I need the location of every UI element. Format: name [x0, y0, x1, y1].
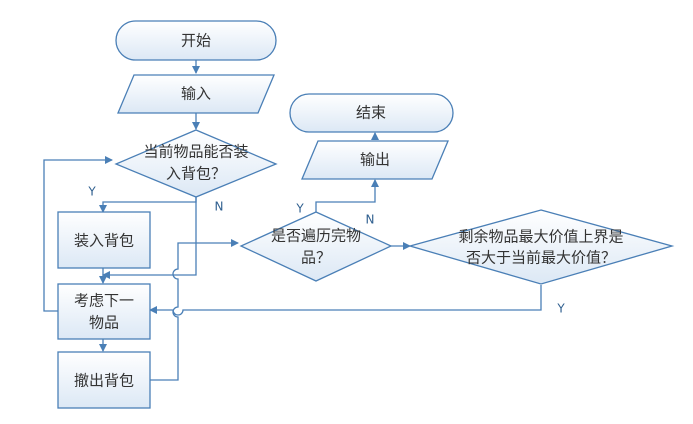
label-bound-yes: Y — [556, 302, 565, 316]
node-end-label: 结束 — [356, 104, 386, 122]
node-consider-next: 考虑下一 物品 — [57, 283, 151, 340]
node-bound-check: 剩余物品最大价值上界是 否大于当前最大价值？ — [407, 209, 675, 285]
node-output-label: 输出 — [360, 151, 390, 169]
node-take-out-label: 撤出背包 — [74, 372, 134, 390]
node-all-traversed-line2: 品？ — [301, 249, 331, 267]
node-output: 输出 — [301, 140, 449, 180]
edge-consider-loop — [43, 156, 113, 312]
label-traversed-yes: Y — [295, 202, 304, 216]
node-consider-next-line1: 考虑下一 — [74, 292, 134, 310]
node-input-label: 输入 — [181, 85, 211, 103]
node-consider-next-line2: 物品 — [89, 314, 119, 332]
node-can-fit-line2: 入背包？ — [166, 165, 226, 183]
label-traversed-no: N — [366, 213, 375, 227]
node-can-fit-line1: 当前物品能否装 — [143, 143, 248, 161]
node-end: 结束 — [289, 93, 454, 133]
label-can-fit-no: N — [215, 200, 224, 214]
node-input: 输入 — [117, 74, 275, 114]
edge-canfit-no — [102, 197, 197, 279]
edge-traverse-yes-output — [315, 179, 379, 212]
node-can-fit: 当前物品能否装 入背包？ — [114, 129, 278, 198]
edge-takeout-traverse — [149, 239, 239, 381]
node-take-out: 撤出背包 — [57, 351, 151, 409]
node-all-traversed-line1: 是否遍历完物 — [271, 227, 361, 245]
node-all-traversed: 是否遍历完物 品？ — [239, 211, 393, 282]
edges — [43, 60, 542, 381]
node-start: 开始 — [115, 20, 277, 61]
node-start-label: 开始 — [181, 32, 211, 50]
node-put-in: 装入背包 — [57, 211, 151, 269]
edge-bound-yes-consider — [149, 285, 542, 316]
node-bound-check-line1: 剩余物品最大价值上界是 — [458, 228, 623, 246]
node-bound-check-line2: 否大于当前最大价值？ — [466, 249, 616, 267]
edge-canfit-yes-putin — [99, 197, 197, 213]
node-put-in-label: 装入背包 — [74, 232, 134, 250]
label-can-fit-yes: Y — [87, 185, 96, 199]
